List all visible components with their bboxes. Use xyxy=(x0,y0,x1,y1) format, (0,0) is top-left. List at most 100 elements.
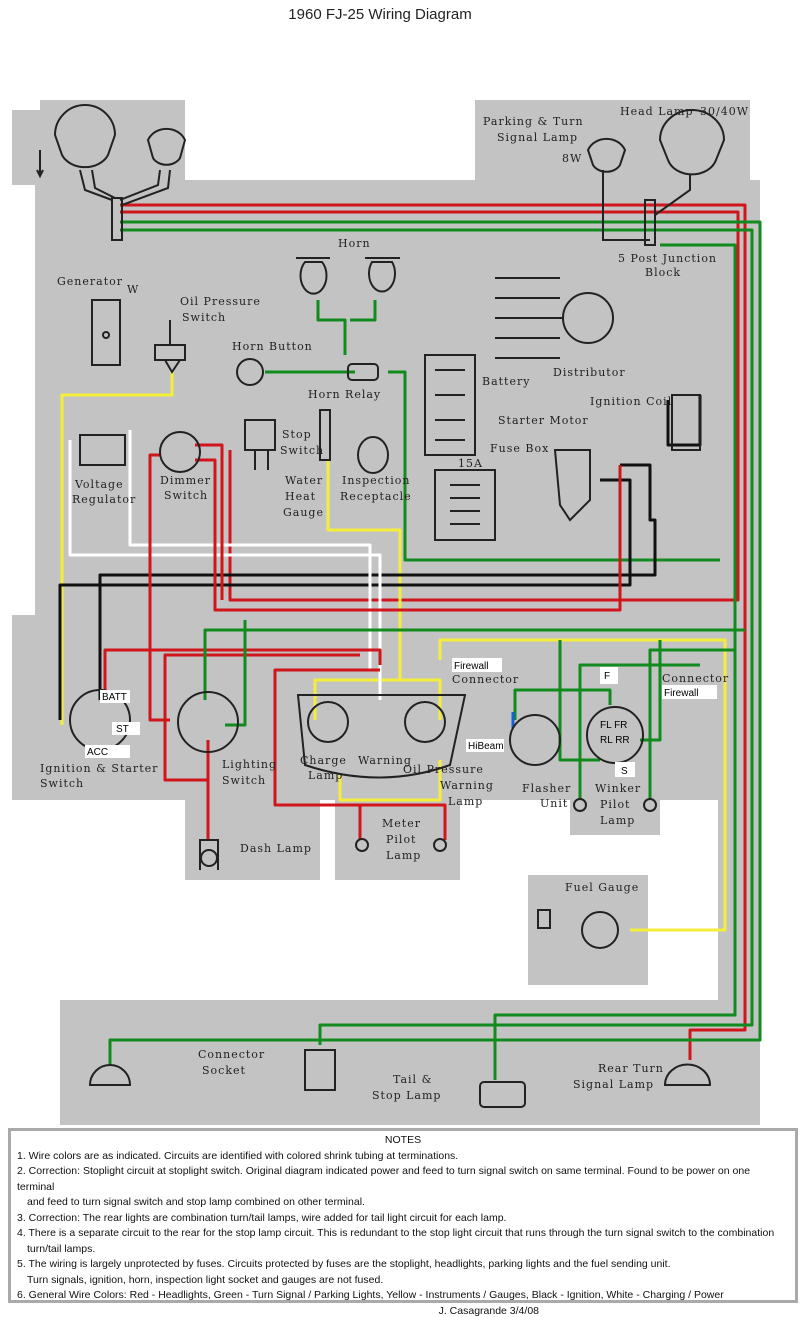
wire-green-parking-main xyxy=(108,220,762,1065)
inspection-receptacle xyxy=(357,436,389,474)
label-winker: Winker xyxy=(595,782,641,795)
label-lighting-switch-2: Switch xyxy=(222,774,266,787)
label-fuel-gauge: Fuel Gauge xyxy=(565,881,639,894)
label-ignition-switch-2: Switch xyxy=(40,777,84,790)
label-junction-block-2: Block xyxy=(645,266,681,279)
label-water-gauge: Water xyxy=(285,474,323,487)
label-generator: Generator xyxy=(57,275,123,288)
label-head-lamp-watt: 30/40W xyxy=(700,105,749,118)
label-parking-watt: 8W xyxy=(562,152,582,165)
label-lighting-switch: Lighting xyxy=(222,758,277,771)
label-tail-lamp: Tail & xyxy=(393,1073,432,1086)
label-connector-right: Connector xyxy=(662,672,729,685)
battery xyxy=(424,354,476,456)
dimmer-switch xyxy=(159,431,201,473)
rear-left-lamp xyxy=(88,1064,132,1086)
winker-pilot-lamp-right xyxy=(643,798,657,812)
wire-green-horn xyxy=(316,300,720,562)
wire-yellow-oil xyxy=(60,370,174,725)
horn-left xyxy=(296,257,330,295)
tag-fl-fr: FL FR xyxy=(600,720,627,731)
label-voltage-regulator: Voltage xyxy=(74,478,124,491)
label-starter-motor: Starter Motor xyxy=(498,414,589,427)
label-water-gauge-2: Heat xyxy=(285,490,316,503)
label-ignition-coil: Ignition Coil xyxy=(590,395,672,408)
label-flasher-2: Unit xyxy=(540,797,568,810)
wire-green-turn-3 xyxy=(493,243,737,1080)
rear-right-lamp xyxy=(663,1063,712,1086)
labels: Head Lamp 30/40W Parking & Turn Signal L… xyxy=(40,105,749,1102)
horn-right xyxy=(365,257,400,293)
label-water-gauge-3: Gauge xyxy=(283,506,324,519)
label-head-lamp: Head Lamp xyxy=(620,105,694,118)
tag-firewall-right: Firewall xyxy=(664,688,698,699)
notes-heading: NOTES xyxy=(384,1134,422,1146)
tag-f: F xyxy=(604,671,610,682)
label-oil-switch-2: Switch xyxy=(182,311,226,324)
stop-switch xyxy=(244,419,276,470)
label-battery: Battery xyxy=(482,375,530,388)
wire-green-lighting xyxy=(203,620,745,727)
label-oil-warning-3: Lamp xyxy=(448,795,483,808)
label-dimmer-2: Switch xyxy=(164,489,208,502)
tag-firewall-left: Firewall xyxy=(454,661,488,672)
label-oil-warning-2: Warning xyxy=(440,779,494,792)
label-dimmer: Dimmer xyxy=(160,474,211,487)
label-horn-relay: Horn Relay xyxy=(308,388,381,401)
oil-pressure-switch xyxy=(154,320,186,374)
label-oil-warning: Oil Pressure xyxy=(403,763,484,776)
label-horn-button: Horn Button xyxy=(232,340,313,353)
label-meter-pilot-3: Lamp xyxy=(386,849,421,862)
diagram-title: 1960 FJ-25 Wiring Diagram xyxy=(288,6,472,23)
background-panels xyxy=(12,100,760,1125)
label-junction-block: 5 Post Junction xyxy=(618,252,717,265)
tag-s: S xyxy=(621,766,628,777)
tag-hibeam: HiBeam xyxy=(468,741,504,752)
wire-red-lighting xyxy=(103,648,382,840)
right-parking-lamp xyxy=(586,137,650,241)
signature: J. Casagrande 3/4/08 xyxy=(438,1304,539,1317)
label-rear-turn-2: Signal Lamp xyxy=(573,1078,654,1091)
label-tail-lamp-2: Stop Lamp xyxy=(372,1089,441,1102)
note-2: 2. Correction: Stoplight circuit at stop… xyxy=(17,1165,751,1193)
note-6: 6. General Wire Colors: Red - Headlights… xyxy=(17,1289,724,1301)
label-warning: Warning xyxy=(358,754,412,767)
label-meter-pilot-2: Pilot xyxy=(386,833,416,846)
label-stop-switch: Stop xyxy=(282,428,312,441)
distributor xyxy=(495,277,614,359)
label-firewall-connector-left: Connector xyxy=(452,673,519,686)
wire-red-headlight-2 xyxy=(120,210,740,602)
label-fuse-rating: 15A xyxy=(458,457,483,470)
tag-acc: ACC xyxy=(87,747,108,758)
notes-panel: NOTES 1. Wire colors are as indicated. C… xyxy=(8,1128,798,1317)
tag-batt: BATT xyxy=(102,692,127,703)
fuse-box xyxy=(434,469,496,541)
voltage-regulator xyxy=(79,434,126,466)
wire-red-dimmer xyxy=(148,443,622,722)
note-4: 4. There is a separate circuit to the re… xyxy=(17,1227,775,1239)
tag-rl-rr: RL RR xyxy=(600,735,630,746)
wire-green-turn-2 xyxy=(120,228,754,1045)
meter-pilot-lamp-right xyxy=(433,838,447,852)
label-winker-2: Pilot xyxy=(600,798,630,811)
wire-yellow-gauge xyxy=(313,460,442,720)
label-inspection-2: Receptacle xyxy=(340,490,412,503)
horn-button xyxy=(236,358,264,386)
horn-relay xyxy=(347,363,379,381)
label-meter-pilot: Meter xyxy=(382,817,421,830)
label-voltage-regulator-2: Regulator xyxy=(72,493,136,506)
starter-motor xyxy=(553,449,591,522)
label-horn: Horn xyxy=(338,237,371,250)
tag-st: ST xyxy=(116,724,129,735)
components xyxy=(36,104,726,1108)
connector-socket xyxy=(304,1049,336,1091)
wire-yellow-fuel xyxy=(438,638,727,932)
lighting-switch xyxy=(177,691,239,753)
note-2-cont: and feed to turn signal switch and stop … xyxy=(27,1196,365,1208)
flasher-unit xyxy=(509,714,561,766)
wire-yellow-instruments xyxy=(338,760,442,802)
right-head-lamp xyxy=(654,109,726,216)
meter-pilot-lamp-left xyxy=(355,838,369,852)
wire-harness xyxy=(58,203,762,1080)
